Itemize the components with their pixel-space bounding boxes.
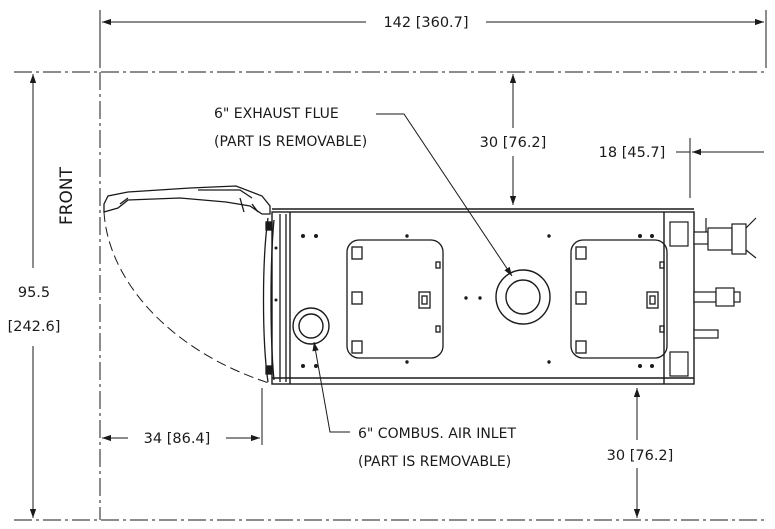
left-access-panel: [346, 239, 444, 359]
inlet-callout-line2: (PART IS REMOVABLE): [358, 454, 511, 470]
rear-clearance-label: 30 [76.2]: [480, 135, 547, 151]
unit-body: [271, 208, 695, 385]
rear-clearance-dimension: 30 [76.2]: [480, 74, 547, 205]
overall-width-label: 142 [360.7]: [383, 15, 468, 31]
exhaust-callout-line1: 6" EXHAUST FLUE: [214, 106, 339, 122]
extension-lines: [99, 10, 767, 445]
side-clearance-dimension: 18 [45.7]: [599, 145, 764, 161]
exhaust-flue-callout: 6" EXHAUST FLUE (PART IS REMOVABLE): [214, 106, 513, 277]
overall-depth-label: 95.5: [18, 285, 50, 301]
overall-depth-dimension: 95.5 [242.6]: [8, 74, 61, 518]
exhaust-callout-line2: (PART IS REMOVABLE): [214, 134, 367, 150]
side-clearance-label: 18 [45.7]: [599, 145, 666, 161]
overall-depth-metric-label: [242.6]: [8, 319, 61, 335]
front-clearance-dimension: 30 [76.2]: [607, 388, 674, 518]
inlet-callout-line1: 6" COMBUS. AIR INLET: [358, 426, 516, 442]
door-swing-dimension: 34 [86.4]: [102, 431, 260, 447]
front-door-panel: [262, 214, 287, 383]
air-inlet: [292, 307, 330, 345]
door-swing-label: 34 [86.4]: [144, 431, 211, 447]
open-door: [103, 185, 271, 215]
mounting-holes: [274, 234, 654, 368]
overall-width-dimension: 142 [360.7]: [102, 15, 764, 31]
air-inlet-callout: 6" COMBUS. AIR INLET (PART IS REMOVABLE): [312, 341, 516, 470]
door-swing-arc: [103, 211, 273, 385]
exhaust-flue: [495, 269, 551, 325]
right-access-panel: [570, 239, 668, 359]
rear-connections: [669, 217, 757, 377]
clearance-boundary: [14, 71, 768, 521]
front-clearance-label: 30 [76.2]: [607, 448, 674, 464]
front-label: FRONT: [57, 166, 77, 225]
